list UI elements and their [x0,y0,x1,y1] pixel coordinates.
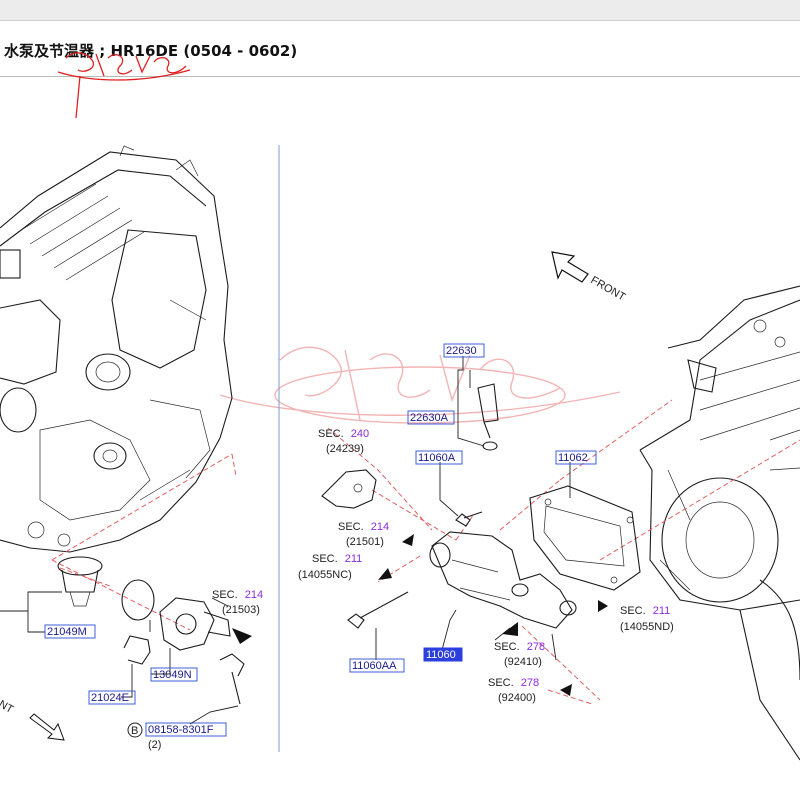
part-box-11060AA[interactable]: 11060AA [349,658,405,673]
temp-sensor [477,383,499,451]
bolt-11060AA [347,591,409,629]
right-dash-lines [327,399,800,705]
svg-text:11060AA: 11060AA [352,660,397,672]
sec-label-92410: SEC. 278 [494,641,545,653]
svg-text:08158-8301F: 08158-8301F [148,724,214,736]
part-box-13049N[interactable]: 13049N [150,667,198,682]
sec-code-14055NC: (14055NC) [298,569,352,581]
right-leader-lines [375,356,571,661]
leader-08158 [189,705,239,725]
gasket-ring [121,579,155,621]
part-box-11060-selected[interactable]: 11060 [423,647,463,662]
left-engine-block [0,145,233,553]
svg-text:21024E: 21024E [91,692,129,704]
bolt-11060A [455,511,483,527]
left-bolt [219,653,245,705]
bolt-marker: B [131,725,138,737]
sec-label-21501: SEC. 214 [338,521,389,533]
part-box-21024E[interactable]: 21024E [88,690,136,705]
front-label: FRONT [589,274,628,303]
part-box-08158-8301F[interactable]: B 08158-8301F (2) [127,722,227,751]
svg-text:11060: 11060 [426,649,456,661]
arrow-92400 [560,684,572,696]
right-engine-block [639,285,800,761]
part-box-22630[interactable]: 22630 [443,343,485,358]
part-box-21049M[interactable]: 21049M [44,624,96,639]
svg-text:22630A: 22630A [410,412,449,424]
front-arrow-left [29,713,65,741]
clip-part [123,635,151,665]
sec-label-14055NC: SEC. 211 [312,553,362,565]
front-label-left: NT [0,698,15,716]
sec-label-24239: SEC. 240 [318,428,369,440]
front-arrow-right [551,251,589,283]
part-box-22630A[interactable]: 22630A [407,410,455,425]
signature-stamp [57,52,191,119]
window-top-bar [0,0,800,21]
svg-text:13049N: 13049N [153,669,192,681]
sec-code-24239: (24239) [326,443,364,455]
arrow-21503 [232,628,252,644]
svg-text:11060A: 11060A [418,452,456,464]
arrow-14055ND [598,600,608,612]
part-box-11062[interactable]: 11062 [555,450,597,465]
arrow-92410 [502,622,518,636]
arrow-21501 [402,534,414,546]
sec-code-21503: (21503) [222,604,260,616]
arrow-14055NC [378,568,392,580]
sec-label-92400: SEC. 278 [488,677,539,689]
left-dash-lines [51,453,237,631]
svg-text:11062: 11062 [558,452,588,464]
sec-code-92410: (92410) [504,656,542,668]
sec-label-14055ND: SEC. 211 [620,605,670,617]
svg-text:21049M: 21049M [47,626,87,638]
bracket-part [321,469,377,509]
thermostat-part [57,556,103,607]
sec-code-21501: (21501) [346,536,384,548]
water-outlet-housing [429,531,577,629]
part-box-11060A[interactable]: 11060A [415,450,463,465]
water-inlet-part [159,597,231,651]
sec-code-14055ND: (14055ND) [620,621,674,633]
left-leader-lines [0,591,229,698]
title-divider [0,76,800,77]
sec-code-92400: (92400) [498,692,536,704]
sec-label-21503: SEC. 214 [212,589,263,601]
svg-text:22630: 22630 [446,345,477,357]
gasket-plate [529,485,641,591]
page-title: 水泵及节温器 ; HR16DE (0504 - 0602) [4,42,298,60]
watermark [219,346,621,424]
bolt-quantity: (2) [148,739,161,751]
